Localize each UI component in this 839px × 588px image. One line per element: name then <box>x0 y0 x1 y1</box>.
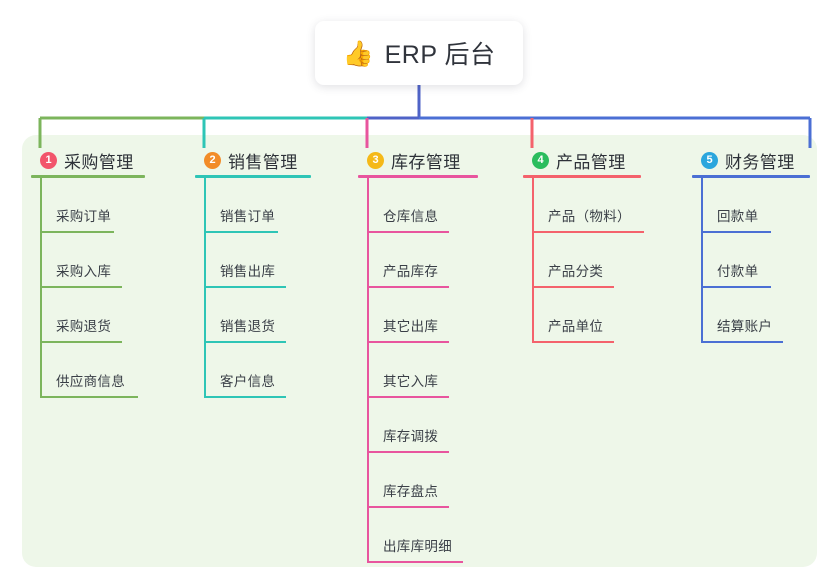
leaf-node[interactable]: 供应商信息 <box>31 343 149 398</box>
branch-header-rule-4 <box>523 175 641 178</box>
branch-badge-5: 5 <box>701 151 718 169</box>
leaf-rule <box>532 231 644 233</box>
branch-badge-2: 2 <box>204 151 221 169</box>
branch-column-4: 4 产品管理产品（物料） 产品分类产品单位 <box>523 145 644 343</box>
branch-header-3[interactable]: 3 库存管理 <box>358 145 461 175</box>
leaf-node[interactable]: 回款单 <box>692 178 782 233</box>
leaf-label: 产品单位 <box>548 319 604 334</box>
leaf-rule <box>204 286 286 288</box>
leaf-node[interactable]: 出库库明细 <box>358 508 474 563</box>
leaf-rule <box>532 286 614 288</box>
leaf-rule <box>367 341 449 343</box>
leaf-label: 销售退货 <box>220 319 276 334</box>
branch-spine-1 <box>40 178 42 398</box>
leaf-label: 回款单 <box>717 209 759 224</box>
leaf-rule <box>40 341 122 343</box>
leaf-rule <box>40 286 122 288</box>
leaf-rule <box>40 396 138 398</box>
leaf-rule <box>204 231 278 233</box>
leaf-label: 产品分类 <box>548 264 604 279</box>
leaf-label: 供应商信息 <box>56 374 125 389</box>
branch-title-5: 财务管理 <box>725 152 795 172</box>
leaf-node[interactable]: 销售退货 <box>195 288 297 343</box>
branch-header-4[interactable]: 4 产品管理 <box>523 145 626 175</box>
leaf-label: 其它出库 <box>383 319 439 334</box>
leaf-node[interactable]: 其它出库 <box>358 288 460 343</box>
leaf-label: 付款单 <box>717 264 759 279</box>
leaf-node[interactable]: 其它入库 <box>358 343 460 398</box>
branch-header-rule-5 <box>692 175 810 178</box>
branch-spine-5 <box>701 178 703 343</box>
leaf-rule <box>40 231 114 233</box>
leaf-node[interactable]: 产品库存 <box>358 233 460 288</box>
branch-title-2: 销售管理 <box>228 152 298 172</box>
leaf-label: 其它入库 <box>383 374 439 389</box>
leaf-node[interactable]: 产品单位 <box>523 288 625 343</box>
leaf-node[interactable]: 仓库信息 <box>358 178 460 233</box>
leaf-node[interactable]: 采购退货 <box>31 288 133 343</box>
thumbs-up-icon: 👍 <box>342 39 374 68</box>
leaf-rule <box>367 506 449 508</box>
leaf-label: 采购入库 <box>56 264 112 279</box>
leaf-label: 采购订单 <box>56 209 112 224</box>
branch-spine-4 <box>532 178 534 343</box>
leaf-rule <box>367 451 449 453</box>
branch-header-1[interactable]: 1 采购管理 <box>31 145 134 175</box>
branch-header-rule-1 <box>31 175 145 178</box>
branch-spine-3 <box>367 178 369 563</box>
leaf-node[interactable]: 付款单 <box>692 233 782 288</box>
leaf-label: 出库库明细 <box>383 539 452 554</box>
leaf-rule <box>532 341 614 343</box>
leaf-rule <box>204 396 286 398</box>
root-node-title: ERP 后台 <box>384 41 496 69</box>
branch-column-1: 1 采购管理采购订单采购入库采购退货供应商信息 <box>31 145 145 398</box>
leaf-label: 库存调拨 <box>383 429 439 444</box>
leaf-rule <box>367 231 449 233</box>
leaf-node[interactable]: 结算账户 <box>692 288 794 343</box>
branch-badge-4: 4 <box>532 151 549 169</box>
leaf-rule <box>701 341 783 343</box>
leaf-rule <box>701 286 771 288</box>
branch-header-rule-3 <box>358 175 478 178</box>
leaf-rule <box>204 341 286 343</box>
leaf-label: 销售出库 <box>220 264 276 279</box>
leaf-node[interactable]: 采购订单 <box>31 178 125 233</box>
leaf-label: 销售订单 <box>220 209 276 224</box>
root-node[interactable]: 👍 ERP 后台 <box>315 21 523 85</box>
leaf-label: 产品库存 <box>383 264 439 279</box>
branch-column-5: 5 财务管理回款单付款单结算账户 <box>692 145 810 343</box>
diagram-background-panel <box>22 135 817 567</box>
leaf-rule <box>367 561 463 563</box>
leaf-node[interactable]: 销售订单 <box>195 178 289 233</box>
leaf-node[interactable]: 产品（物料） <box>523 178 655 233</box>
branch-column-2: 2 销售管理销售订单销售出库销售退货客户信息 <box>195 145 311 398</box>
branch-badge-3: 3 <box>367 151 384 169</box>
leaf-node[interactable]: 库存盘点 <box>358 453 460 508</box>
leaf-label: 仓库信息 <box>383 209 439 224</box>
branch-spine-2 <box>204 178 206 398</box>
branch-header-2[interactable]: 2 销售管理 <box>195 145 298 175</box>
leaf-rule <box>701 231 771 233</box>
leaf-node[interactable]: 客户信息 <box>195 343 297 398</box>
branch-title-3: 库存管理 <box>391 152 461 172</box>
leaf-label: 产品（物料） <box>548 209 631 224</box>
leaf-label: 采购退货 <box>56 319 112 334</box>
branch-column-3: 3 库存管理仓库信息产品库存其它出库其它入库库存调拨库存盘点出库库明细 <box>358 145 478 563</box>
leaf-node[interactable]: 库存调拨 <box>358 398 460 453</box>
leaf-node[interactable]: 采购入库 <box>31 233 133 288</box>
leaf-rule <box>367 286 449 288</box>
leaf-label: 库存盘点 <box>383 484 439 499</box>
leaf-rule <box>367 396 449 398</box>
branch-header-rule-2 <box>195 175 311 178</box>
leaf-label: 客户信息 <box>220 374 276 389</box>
branch-title-4: 产品管理 <box>556 152 626 172</box>
leaf-label: 结算账户 <box>717 319 773 334</box>
branch-header-5[interactable]: 5 财务管理 <box>692 145 795 175</box>
leaf-node[interactable]: 产品分类 <box>523 233 625 288</box>
branch-title-1: 采购管理 <box>64 152 134 172</box>
leaf-node[interactable]: 销售出库 <box>195 233 297 288</box>
branch-badge-1: 1 <box>40 151 57 169</box>
